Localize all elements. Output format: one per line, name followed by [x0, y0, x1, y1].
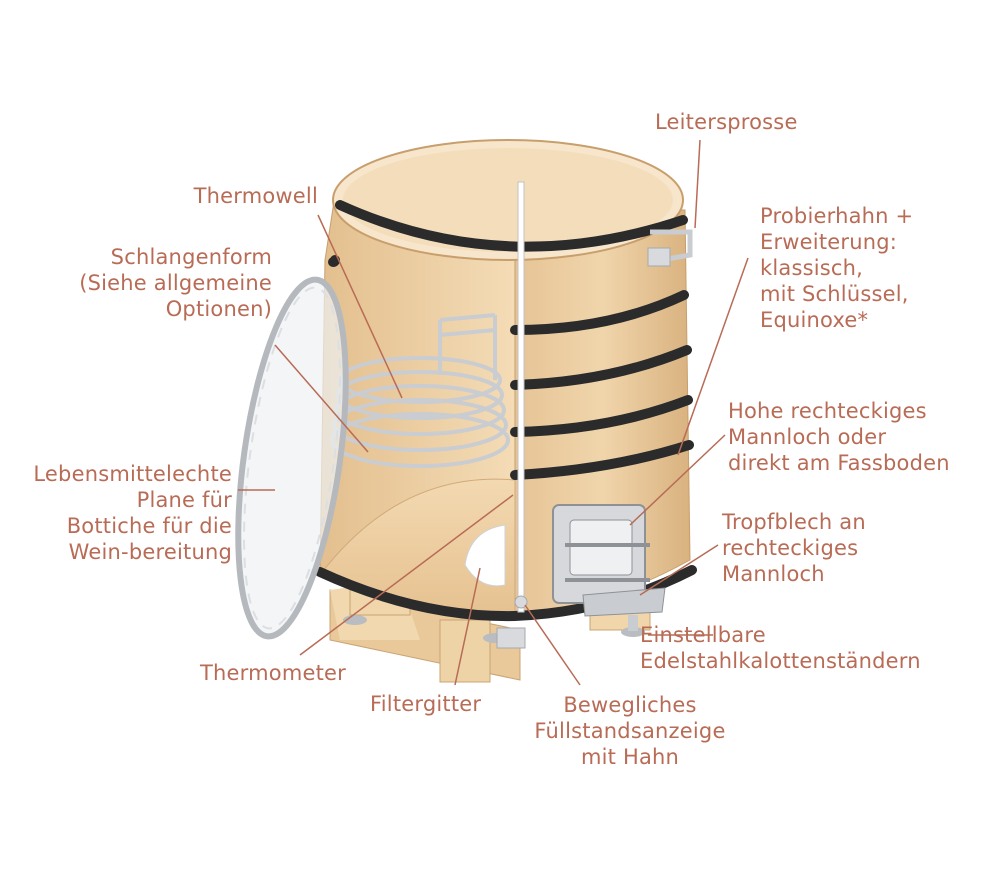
label-leitersprosse: Leitersprosse: [655, 109, 798, 135]
label-staender: Einstellbare Edelstahlkalottenständern: [640, 622, 990, 674]
label-probierhahn: Probierhahn + Erweiterung: klassisch, mi…: [760, 203, 913, 333]
label-plane: Lebensmittelechte Plane für Bottiche für…: [10, 461, 232, 565]
label-mannloch-hoch: Hohe rechteckiges Mannloch oder direkt a…: [728, 398, 950, 476]
label-filtergitter: Filtergitter: [370, 691, 481, 717]
label-schlangenform: Schlangenform (Siehe allgemeine Optionen…: [60, 244, 272, 322]
label-fuellstand: Bewegliches Füllstandsanzeige mit Hahn: [510, 692, 750, 770]
leader-leitersprosse: [695, 140, 700, 228]
label-tropfblech: Tropfblech an rechteckiges Mannloch: [722, 509, 866, 587]
label-thermowell: Thermowell: [130, 183, 318, 209]
label-thermometer: Thermometer: [200, 660, 346, 686]
food-safe-cover: [219, 273, 364, 643]
